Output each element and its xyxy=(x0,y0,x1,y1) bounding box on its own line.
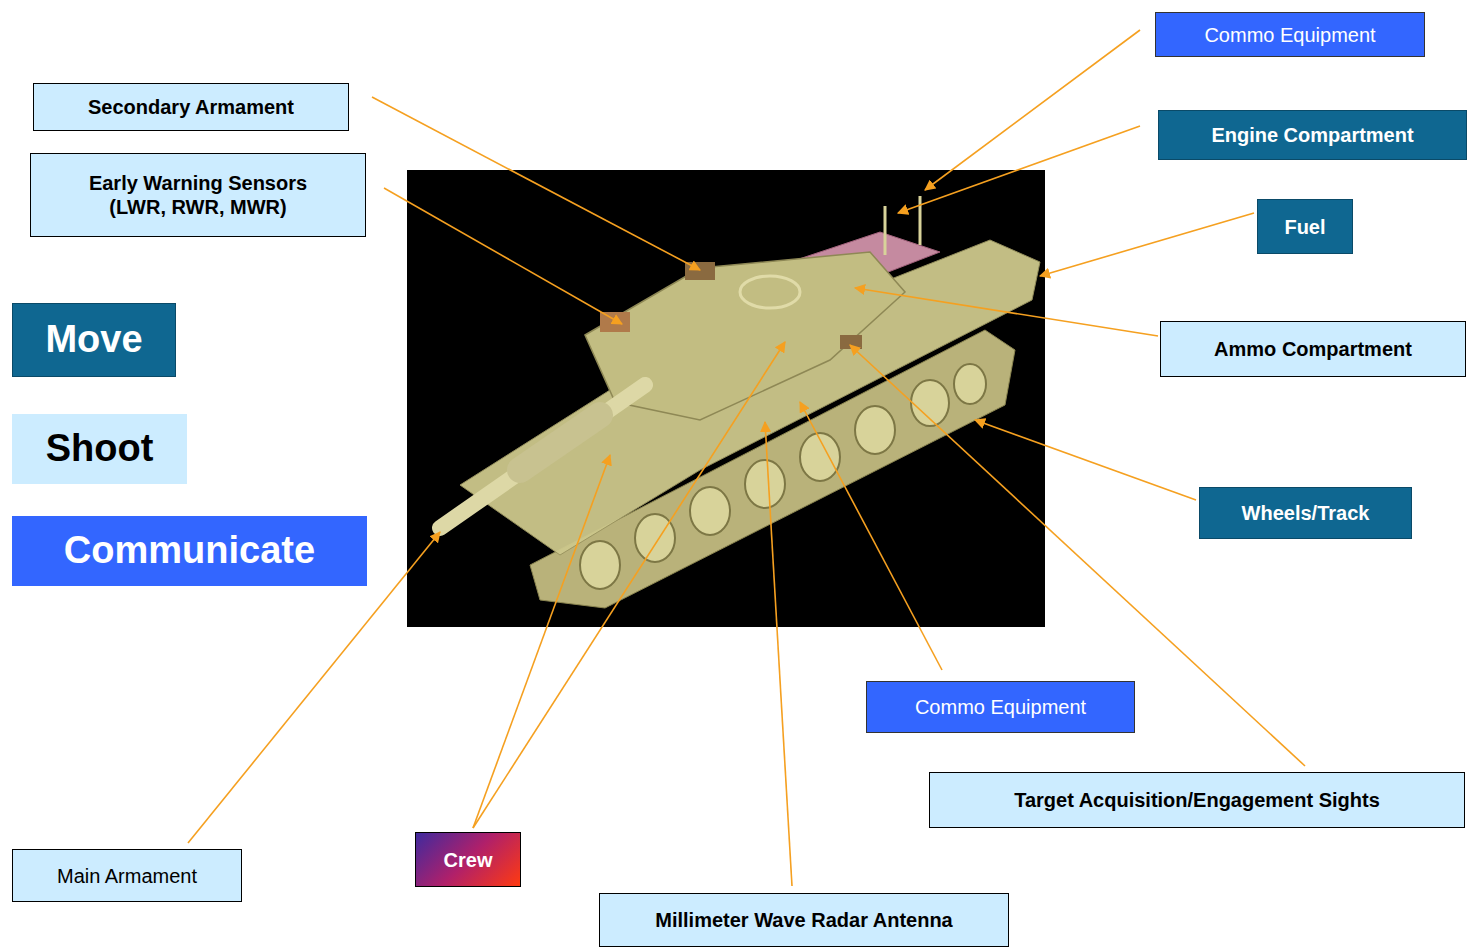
category-box: Move xyxy=(12,303,176,377)
crew-label: Crew xyxy=(415,832,521,887)
shoot-label: Target Acquisition/Engagement Sights xyxy=(929,772,1465,828)
leader-line xyxy=(473,455,610,828)
label-text: Main Armament xyxy=(57,864,197,888)
leader-line xyxy=(1040,213,1254,276)
label-text: Secondary Armament xyxy=(88,95,294,119)
label-text: Wheels/Track xyxy=(1242,501,1370,525)
image-background xyxy=(407,170,1045,627)
shoot-label: Millimeter Wave Radar Antenna xyxy=(599,893,1009,947)
label-text: Shoot xyxy=(46,426,154,472)
label-text: Commo Equipment xyxy=(915,695,1086,719)
label-text: Engine Compartment xyxy=(1211,123,1413,147)
leader-line xyxy=(898,126,1140,213)
label-text: Move xyxy=(45,317,142,363)
leader-line xyxy=(765,422,792,886)
move-label: Wheels/Track xyxy=(1199,487,1412,539)
gun-sleeve xyxy=(520,415,600,470)
label-text: Crew xyxy=(444,848,493,872)
shoot-label: Secondary Armament xyxy=(33,83,349,131)
main-gun-barrel xyxy=(440,385,645,528)
leader-line xyxy=(372,97,700,270)
label-text: Ammo Compartment xyxy=(1214,337,1412,361)
hatch-ring xyxy=(740,276,800,308)
sensor-block xyxy=(600,312,630,332)
leader-line xyxy=(925,30,1140,190)
label-text: Millimeter Wave Radar Antenna xyxy=(655,908,952,932)
antenna xyxy=(919,196,922,245)
category-box: Communicate xyxy=(12,516,367,586)
leader-line xyxy=(855,288,1158,336)
leader-line xyxy=(384,188,622,324)
label-text: Communicate xyxy=(64,528,315,574)
label-text: Target Acquisition/Engagement Sights xyxy=(1014,788,1380,812)
category-box: Shoot xyxy=(12,414,187,484)
label-text: Fuel xyxy=(1284,215,1325,239)
move-label: Engine Compartment xyxy=(1158,110,1467,160)
leader-line xyxy=(850,345,1305,766)
label-text: Commo Equipment xyxy=(1204,23,1375,47)
shoot-label: Ammo Compartment xyxy=(1160,321,1466,377)
antenna xyxy=(884,206,887,255)
leader-line xyxy=(800,402,942,670)
commo-label: Commo Equipment xyxy=(1155,12,1425,57)
leader-line xyxy=(473,342,785,828)
leader-line xyxy=(975,420,1196,500)
tank xyxy=(440,196,1040,608)
shoot-label: Early Warning Sensors (LWR, RWR, MWR) xyxy=(30,153,366,237)
shoot-label: Main Armament xyxy=(12,849,242,902)
commo-label: Commo Equipment xyxy=(866,681,1135,733)
move-label: Fuel xyxy=(1257,199,1353,254)
label-text: Early Warning Sensors (LWR, RWR, MWR) xyxy=(61,171,335,219)
